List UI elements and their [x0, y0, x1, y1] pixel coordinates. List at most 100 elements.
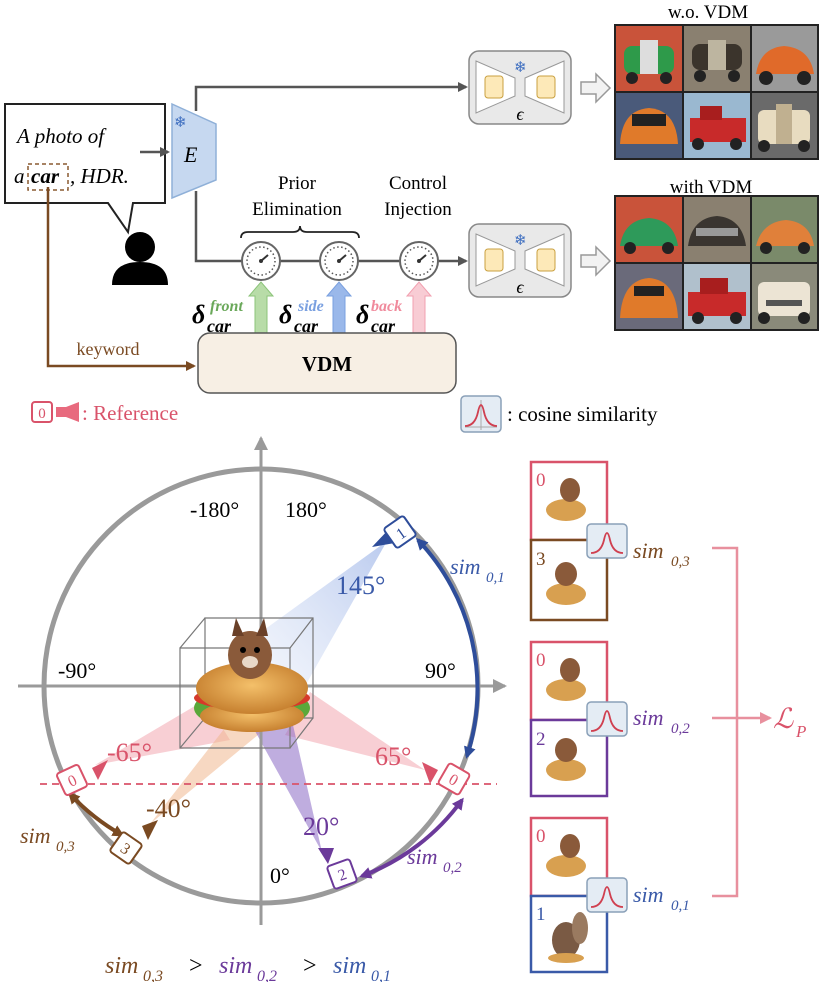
- snowflake-icon: ❄: [514, 233, 527, 249]
- text-encoder: E ❄: [171, 102, 217, 200]
- svg-text:front: front: [210, 298, 243, 315]
- control-injection-line2: Injection: [384, 199, 452, 220]
- sim03-arc: [67, 791, 125, 837]
- car-thumbnail: [684, 197, 750, 262]
- angle-20: 20°: [303, 812, 339, 841]
- car-thumbnail: [752, 93, 817, 158]
- vdm-box: [197, 332, 457, 394]
- sim03-label: sim 0,3: [20, 823, 75, 855]
- svg-text:side: side: [297, 298, 324, 315]
- cosine-icon: [586, 877, 628, 913]
- upper-path-arrow: [194, 82, 468, 111]
- svg-text:0,2: 0,2: [257, 968, 277, 982]
- gauge-front-icon: [241, 241, 281, 281]
- vdm-label: VDM: [302, 352, 352, 376]
- camera-1: 1: [372, 515, 417, 549]
- lower-path-arrow: [194, 191, 468, 266]
- results-grid-top: [614, 24, 819, 160]
- encoder-label: E: [183, 142, 198, 167]
- svg-text:0,1: 0,1: [371, 968, 391, 982]
- keyword-arrow: [46, 187, 196, 371]
- gauge-side-icon: [319, 241, 359, 281]
- loss-label: ℒ P: [773, 704, 806, 741]
- pair-0-2-bottom-index: 2: [536, 729, 546, 750]
- output-arrow-bottom: [580, 245, 612, 277]
- bell-curve-icon: [464, 404, 498, 427]
- svg-text:0,1: 0,1: [671, 898, 690, 914]
- car-thumbnail: [616, 197, 682, 262]
- cosine-legend-label: : cosine similarity: [507, 402, 658, 426]
- prompt-suffix: , HDR.: [70, 164, 129, 188]
- car-thumbnail: [616, 26, 682, 91]
- svg-text:sim: sim: [633, 705, 664, 730]
- results-top-title: w.o. VDM: [668, 2, 748, 23]
- svg-text:δ: δ: [192, 300, 205, 329]
- sim01-label: sim 0,1: [450, 554, 505, 586]
- angle-145: 145°: [336, 571, 385, 600]
- user-icon: [112, 232, 168, 285]
- svg-text:ℒ: ℒ: [773, 704, 794, 735]
- output-arrow-top: [580, 72, 612, 104]
- view-beam-3: [150, 715, 270, 824]
- svg-text:sim: sim: [633, 882, 664, 907]
- svg-text:sim: sim: [105, 953, 138, 979]
- camera-icon: [56, 402, 79, 422]
- keyword-label: keyword: [77, 339, 140, 359]
- car-thumbnail: [684, 264, 750, 329]
- delta-back-label: δ car back: [356, 298, 402, 336]
- prior-elimination-line2: Elimination: [252, 199, 342, 220]
- squirrel-burger-thumb: [546, 562, 586, 605]
- results-grid-bottom: [614, 195, 819, 331]
- car-thumbnail: [616, 264, 682, 329]
- svg-text:0,2: 0,2: [443, 860, 462, 876]
- reference-legend: 0 : Reference: [31, 401, 178, 425]
- front-delta-arrow: [247, 281, 275, 334]
- angle-neg180: -180°: [190, 497, 239, 522]
- svg-text:sim: sim: [219, 953, 252, 979]
- delta-side-label: δ car side: [279, 298, 324, 336]
- aggregation-bracket: [712, 546, 739, 898]
- squirrel-burger-thumb: [546, 738, 586, 781]
- svg-text:car: car: [294, 316, 319, 336]
- unet-top: ❄ ϵ: [468, 50, 572, 125]
- pair-sim01-label: sim 0,1: [633, 882, 690, 914]
- car-thumbnail: [752, 26, 817, 91]
- svg-text:car: car: [371, 316, 396, 336]
- svg-text:0,3: 0,3: [671, 554, 690, 570]
- car-thumbnail: [616, 93, 682, 158]
- pair-0-3-top-index: 0: [536, 470, 546, 491]
- camera-0-left: 0: [56, 760, 108, 796]
- reference-legend-label: : Reference: [82, 401, 178, 425]
- prior-elimination-brace: [240, 225, 360, 239]
- svg-text:δ: δ: [356, 300, 369, 329]
- svg-text:0,3: 0,3: [143, 968, 163, 982]
- view-beam-0-right: [285, 692, 425, 770]
- svg-text:sim: sim: [407, 844, 438, 869]
- pair-sim03-label: sim 0,3: [633, 538, 690, 570]
- unet-bottom: ❄ ϵ: [468, 223, 572, 298]
- angle-pos90: 90°: [425, 658, 456, 683]
- svg-text:back: back: [371, 298, 402, 315]
- angle-neg90: -90°: [58, 658, 96, 683]
- squirrel-burger-thumb: [546, 478, 586, 521]
- angle-zero: 0°: [270, 863, 290, 888]
- car-thumbnail: [752, 197, 817, 262]
- pair-0-1-bottom-index: 1: [536, 904, 546, 925]
- control-injection-line1: Control: [389, 173, 447, 194]
- results-bottom-title: with VDM: [670, 177, 753, 198]
- car-thumbnail: [684, 93, 750, 158]
- squirrel-burger-image: [194, 618, 310, 732]
- svg-text:sim: sim: [450, 554, 481, 579]
- snowflake-icon: ❄: [514, 60, 527, 76]
- pair-0-3-bottom-index: 3: [536, 549, 546, 570]
- delta-front-label: δ car front: [192, 298, 243, 336]
- similarity-inequality: sim 0,3 > sim 0,2 > sim 0,1: [105, 953, 391, 982]
- prompt-prefix: a: [14, 164, 25, 188]
- prompt-bubble: A photo of a car , HDR.: [4, 103, 166, 235]
- view-beam-2: [250, 712, 322, 852]
- car-thumbnail: [752, 264, 817, 329]
- back-delta-arrow: [405, 281, 433, 334]
- side-delta-arrow: [325, 281, 353, 334]
- view-beam-0-left: [95, 700, 230, 765]
- angle-65: 65°: [375, 742, 411, 771]
